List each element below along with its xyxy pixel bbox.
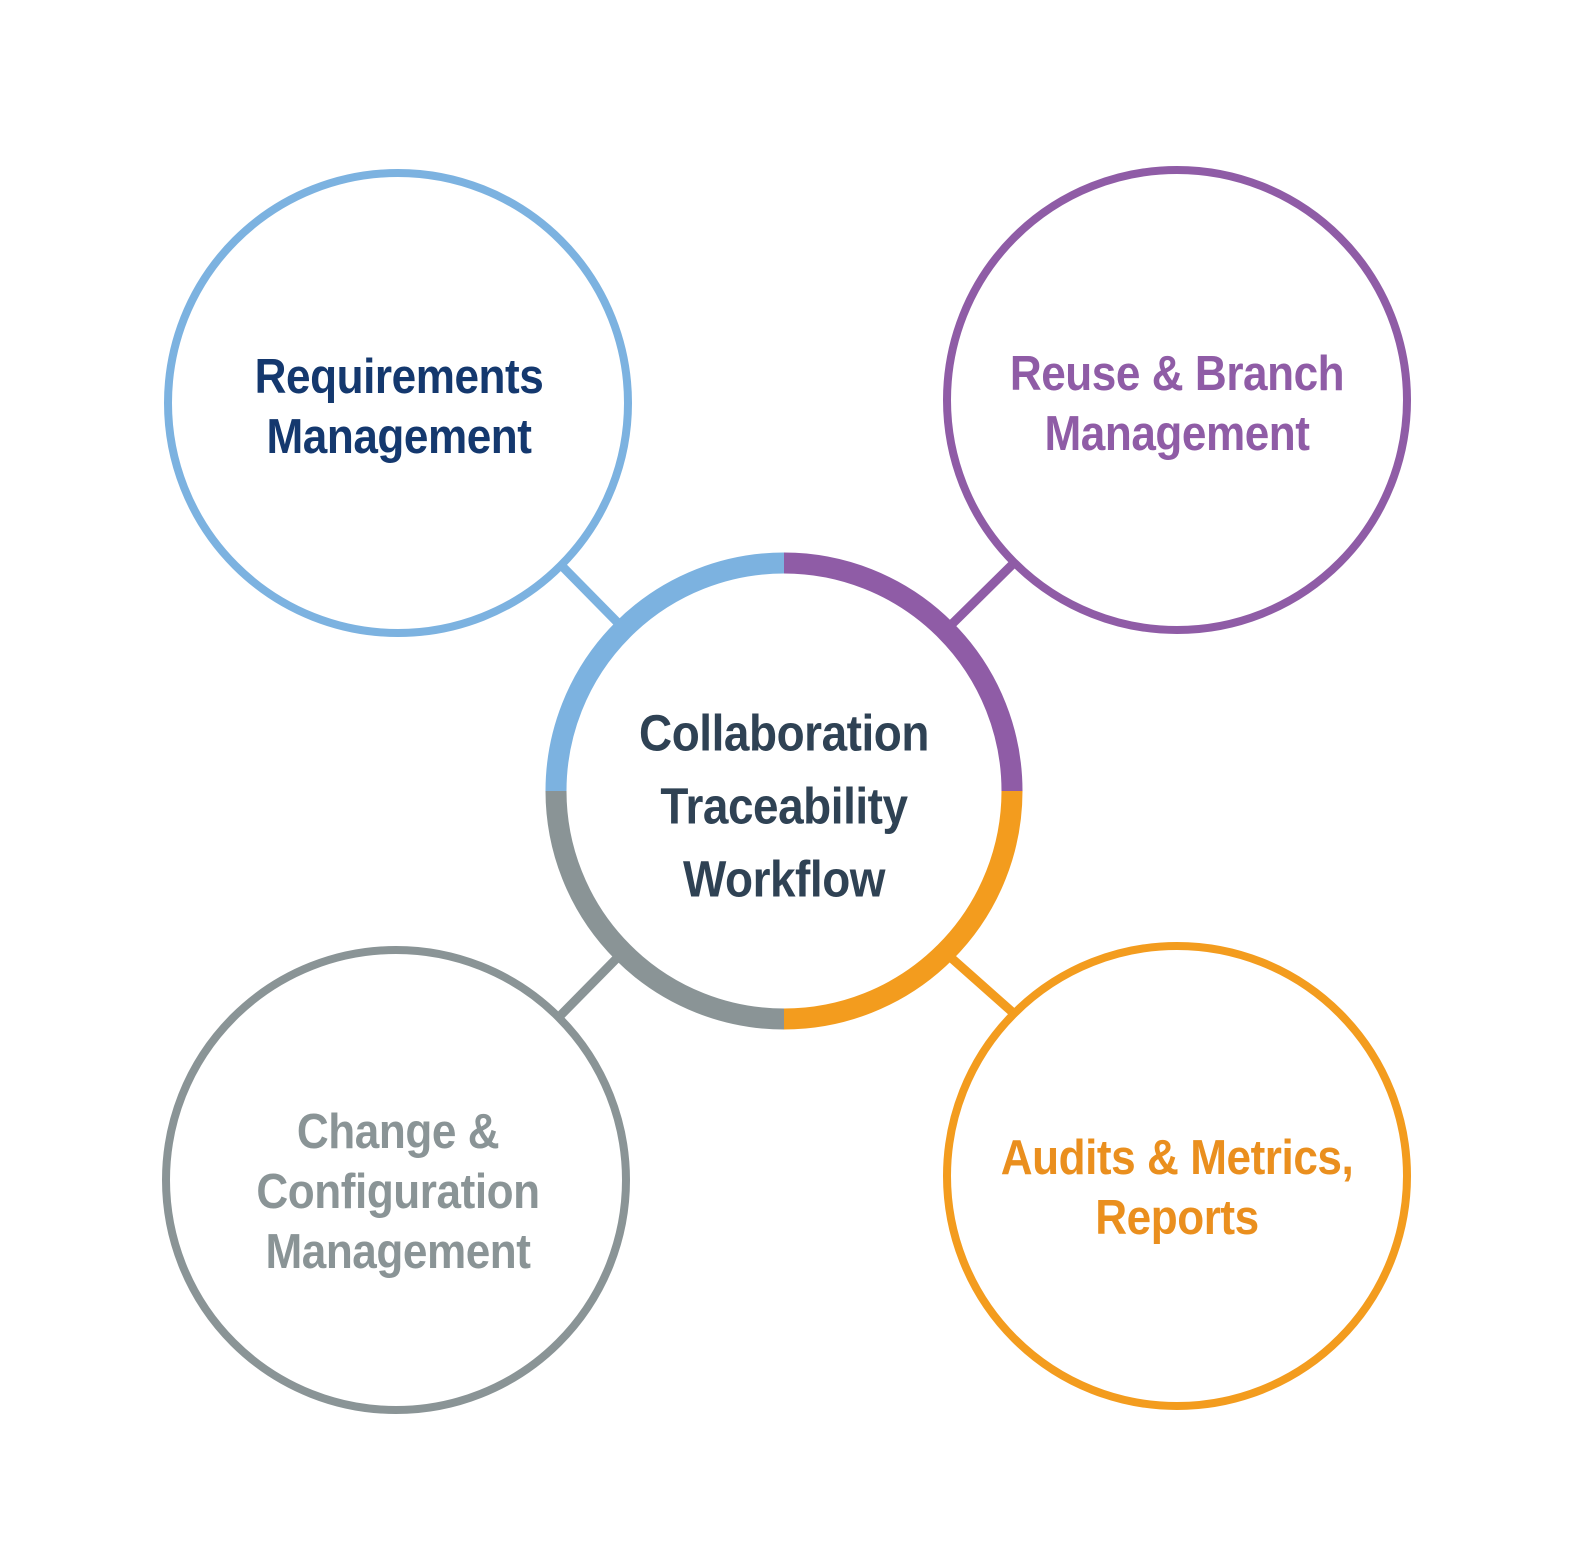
center-circle-fill bbox=[556, 563, 1012, 1019]
label-line: Management bbox=[265, 1225, 531, 1279]
change-configuration-label: Change & Configuration Management bbox=[256, 1102, 540, 1282]
reuse-branch-label: Reuse & Branch Management bbox=[1009, 344, 1345, 464]
requirements-label: Requirements Management bbox=[255, 347, 544, 467]
label-line: Collaboration bbox=[639, 704, 929, 762]
change-configuration-circle bbox=[162, 946, 630, 1414]
audits-metrics-circle bbox=[943, 942, 1411, 1410]
label-line: Reports bbox=[1095, 1191, 1259, 1245]
ring-segment-bottom-left bbox=[545, 790, 785, 1030]
requirements-circle bbox=[164, 169, 632, 637]
reuse-branch-circle bbox=[943, 166, 1411, 634]
label-line: Change & bbox=[296, 1105, 500, 1159]
ring-segment-top-left bbox=[545, 552, 785, 792]
ring-segment-bottom-right bbox=[783, 790, 1023, 1030]
label-line: Requirements bbox=[254, 350, 544, 404]
label-line: Audits & Metrics, bbox=[1000, 1131, 1354, 1185]
label-line: Management bbox=[1044, 407, 1310, 461]
label-line: Configuration bbox=[256, 1165, 540, 1219]
connector-requirements bbox=[554, 558, 625, 630]
label-line: Reuse & Branch bbox=[1009, 347, 1345, 401]
center-label: Collaboration Traceability Workflow bbox=[639, 697, 929, 916]
label-line: Workflow bbox=[682, 850, 886, 908]
connector-reuse-branch bbox=[945, 554, 1023, 631]
connector-audits-metrics bbox=[945, 951, 1022, 1022]
label-line: Management bbox=[266, 410, 532, 464]
ring-segment-top-right bbox=[783, 552, 1023, 792]
connector-change-configuration bbox=[550, 951, 624, 1026]
label-line: Traceability bbox=[660, 777, 908, 835]
audits-metrics-label: Audits & Metrics, Reports bbox=[1001, 1128, 1354, 1248]
